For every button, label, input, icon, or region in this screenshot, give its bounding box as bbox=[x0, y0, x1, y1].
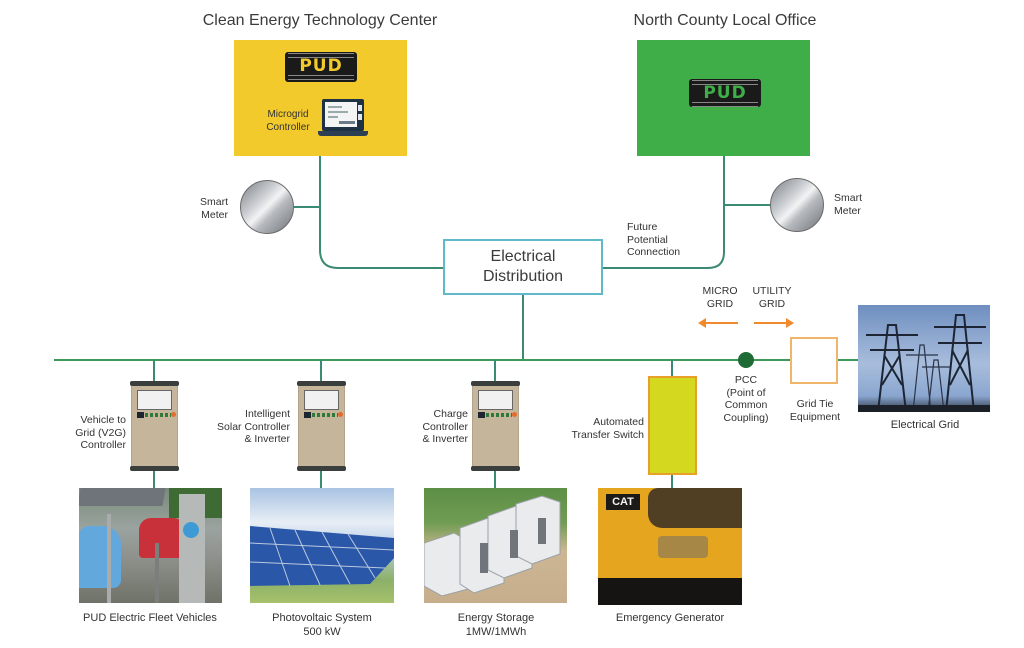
wire-clean-center-to-distribution bbox=[319, 156, 443, 269]
battery-units-icon bbox=[424, 495, 561, 597]
pud-logo: PUD bbox=[689, 79, 761, 107]
future-connection-label: Future Potential Connection bbox=[627, 221, 681, 258]
solar-controller-cabinet bbox=[297, 381, 346, 471]
microgrid-controller-label: Microgrid Controller bbox=[266, 109, 310, 133]
grid-tie-label: Grid Tie Equipment bbox=[789, 398, 841, 423]
v2g-controller-label: Vehicle to Grid (V2G) Controller bbox=[75, 414, 126, 451]
laptop-icon bbox=[318, 99, 368, 137]
clean-energy-center-title: Clean Energy Technology Center bbox=[202, 12, 438, 29]
electrical-grid-caption: Electrical Grid bbox=[890, 419, 960, 431]
photovoltaic-system-photo bbox=[250, 488, 394, 603]
electric-fleet-vehicles-photo bbox=[79, 488, 222, 603]
cabinet-screen bbox=[137, 390, 172, 410]
charge-controller-label: Charge Controller & Inverter bbox=[422, 408, 468, 445]
north-county-office-title: North County Local Office bbox=[633, 12, 817, 29]
right-smart-meter-label: Smart Meter bbox=[834, 192, 863, 217]
clean-energy-center-box: PUD Microgrid Controller bbox=[234, 40, 407, 156]
v2g-controller-cabinet bbox=[130, 381, 179, 471]
electric-fleet-vehicles-caption: PUD Electric Fleet Vehicles bbox=[83, 612, 217, 624]
electrical-grid-photo bbox=[858, 305, 990, 412]
photovoltaic-system-caption: Photovoltaic System 500 kW bbox=[272, 612, 372, 638]
energy-storage-caption: Energy Storage 1MW/1MWh bbox=[457, 612, 535, 638]
grid-tie-equipment-box bbox=[790, 337, 838, 384]
solar-panel-icon bbox=[250, 526, 394, 587]
emergency-generator-photo: CAT bbox=[598, 488, 742, 605]
left-smart-meter-label: Smart Meter bbox=[199, 196, 228, 221]
arrow-left-icon bbox=[698, 318, 738, 328]
pcc-label: PCC (Point of Common Coupling) bbox=[723, 374, 769, 424]
cabinet-screen bbox=[304, 390, 339, 410]
left-smart-meter-icon bbox=[240, 180, 294, 234]
utility-grid-direction-label: UTILITY GRID bbox=[752, 285, 792, 310]
transmission-tower-icon bbox=[858, 314, 990, 412]
cabinet-screen bbox=[478, 390, 513, 410]
energy-storage-photo bbox=[424, 488, 567, 603]
pcc-dot-icon bbox=[738, 352, 754, 368]
charge-controller-cabinet bbox=[471, 381, 520, 471]
wire-future-connection bbox=[603, 156, 725, 269]
solar-controller-label: Intelligent Solar Controller & Inverter bbox=[217, 408, 290, 445]
electrical-distribution-box: Electrical Distribution bbox=[443, 239, 603, 295]
north-county-office-box: PUD bbox=[637, 40, 810, 156]
automated-transfer-switch-box bbox=[648, 376, 697, 475]
right-smart-meter-icon bbox=[770, 178, 824, 232]
microgrid-direction-label: MICRO GRID bbox=[702, 285, 738, 310]
pud-logo: PUD bbox=[285, 52, 357, 82]
cat-logo: CAT bbox=[606, 494, 640, 510]
emergency-generator-caption: Emergency Generator bbox=[615, 612, 725, 624]
arrow-right-icon bbox=[754, 318, 794, 328]
transfer-switch-label: Automated Transfer Switch bbox=[571, 416, 644, 441]
